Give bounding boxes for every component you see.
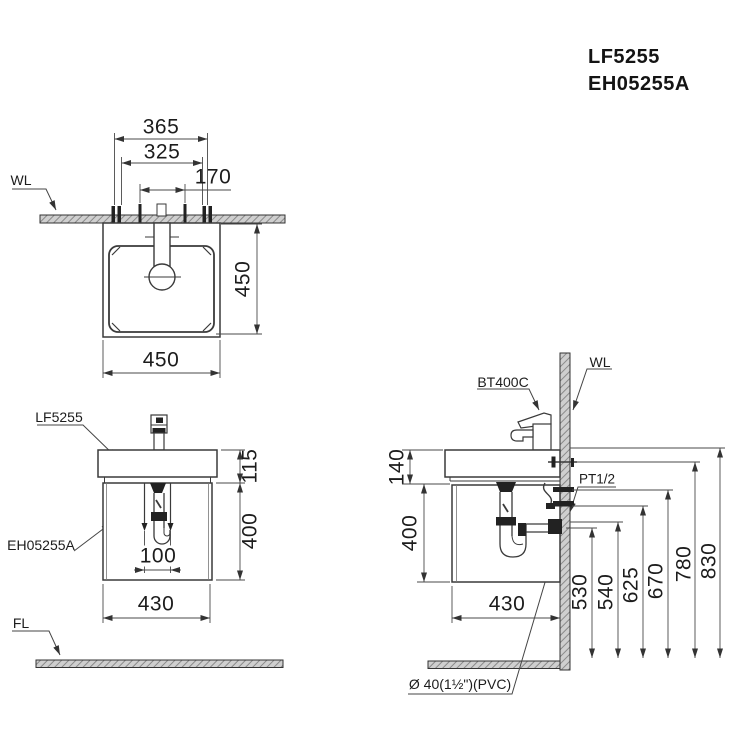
dim-cabinet-height-400-front: 400 xyxy=(238,512,262,550)
dim-basin-height-115: 115 xyxy=(238,448,262,484)
floor-section-side xyxy=(427,660,561,669)
dim-faucet-span-170: 170 xyxy=(194,165,232,189)
dim-height-625: 625 xyxy=(619,566,643,604)
basin-model-label: LF5255 xyxy=(35,409,83,425)
dim-height-540: 540 xyxy=(594,573,618,611)
wall-leader-top xyxy=(12,188,57,211)
basin-leader-front xyxy=(37,424,118,459)
dim-height-830: 830 xyxy=(697,542,721,580)
faucet-front xyxy=(150,414,168,451)
water-supply-side xyxy=(542,482,574,509)
dim-basin-height-140: 140 xyxy=(385,448,409,486)
wall-line-label-top: WL xyxy=(10,172,32,188)
cabinet-model-label: EH05255A xyxy=(7,537,75,553)
sink-top-outline xyxy=(102,203,221,338)
title-block: LF5255 EH05255A xyxy=(588,44,690,98)
dim-sink-width-450: 450 xyxy=(142,348,180,372)
dim-cabinet-width-430: 430 xyxy=(137,592,175,616)
floor-section-front xyxy=(35,659,284,668)
dim-sink-depth-450: 450 xyxy=(231,260,255,298)
faucet-side xyxy=(510,412,552,451)
basin-front xyxy=(97,449,218,483)
dim-height-780: 780 xyxy=(672,545,696,583)
dim-drain-offset-100: 100 xyxy=(137,544,179,568)
model-number-2: EH05255A xyxy=(588,73,690,95)
cabinet-side xyxy=(451,484,561,583)
dim-mount-span-365: 365 xyxy=(142,115,180,139)
faucet-model-label: BT400C xyxy=(477,374,529,390)
model-number-1: LF5255 xyxy=(588,46,660,68)
top-view-dimensions xyxy=(102,133,262,378)
dim-height-530: 530 xyxy=(568,573,592,611)
dim-height-670: 670 xyxy=(644,562,668,600)
drain-assembly-front xyxy=(141,483,174,545)
drain-pipe-leader xyxy=(408,534,560,695)
wall-leader-side xyxy=(572,368,612,411)
side-view-dimensions xyxy=(402,447,725,658)
dim-inner-span-325: 325 xyxy=(143,140,181,164)
floor-line-label: FL xyxy=(12,615,30,631)
supply-leader-side xyxy=(569,486,616,513)
supply-connection-label: PT1/2 xyxy=(578,471,616,487)
side-view xyxy=(402,352,725,695)
wall-section-side xyxy=(559,352,571,671)
floor-leader-front xyxy=(12,630,61,656)
top-view xyxy=(12,133,286,378)
dim-cabinet-height-400-side: 400 xyxy=(398,514,422,552)
dim-cabinet-depth-430: 430 xyxy=(488,592,526,616)
front-view-dimensions xyxy=(102,449,245,623)
drain-pipe-note: Ø 40(1½")(PVC) xyxy=(408,676,512,692)
basin-side xyxy=(444,449,561,482)
wall-line-label-side: WL xyxy=(589,354,611,370)
faucet-leader-side xyxy=(477,388,540,411)
mounting-bolt-side xyxy=(548,456,577,468)
drain-trap-side xyxy=(496,482,562,558)
